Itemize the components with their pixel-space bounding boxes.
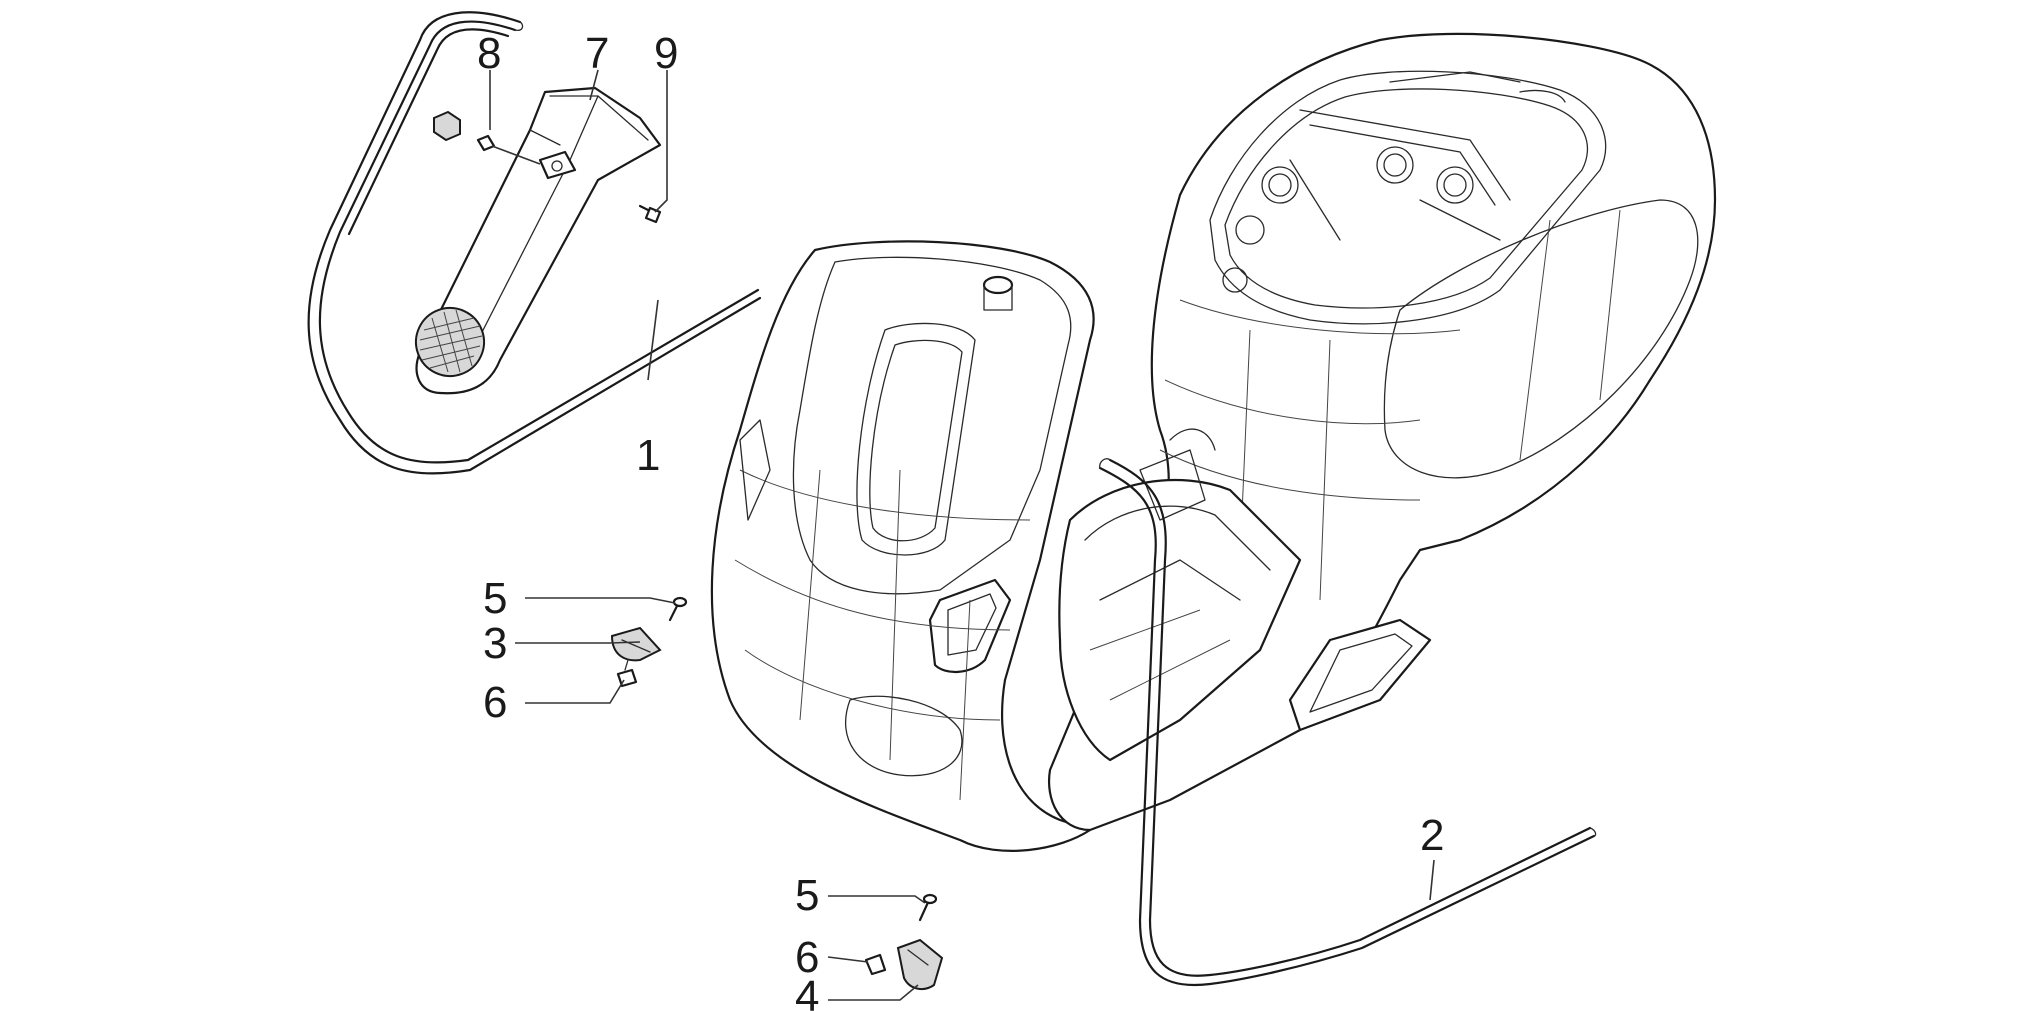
- screw-part-9: [638, 204, 662, 224]
- callout-4: 4: [795, 972, 819, 1011]
- callout-3: 3: [483, 619, 507, 668]
- clip-assembly-lower: [864, 893, 944, 991]
- nut-part-8: [433, 110, 541, 165]
- rear-body-frame: [1047, 32, 1717, 832]
- floor-trim-part-2: [1098, 458, 1597, 987]
- callout-1: 1: [636, 431, 660, 480]
- clip-assembly-upper: [610, 596, 688, 688]
- callout-6-upper: 6: [483, 678, 507, 727]
- leader-lines: [489, 69, 1435, 1001]
- callout-6-lower: 6: [795, 933, 819, 982]
- grille-mesh: [419, 309, 483, 373]
- horn-cover-part-7: [415, 86, 662, 395]
- callout-5-lower: 5: [795, 871, 819, 920]
- callout-5-upper: 5: [483, 574, 507, 623]
- edge-trim-seal-part-1: [307, 11, 762, 475]
- callouts: 1 2 3 4 5 5 6 6 7 8 9: [477, 29, 1444, 1011]
- callout-2: 2: [1420, 811, 1444, 860]
- leg-shield-main-body: [710, 240, 1095, 852]
- callout-7: 7: [585, 29, 609, 78]
- callout-8: 8: [477, 29, 501, 78]
- callout-9: 9: [654, 29, 678, 78]
